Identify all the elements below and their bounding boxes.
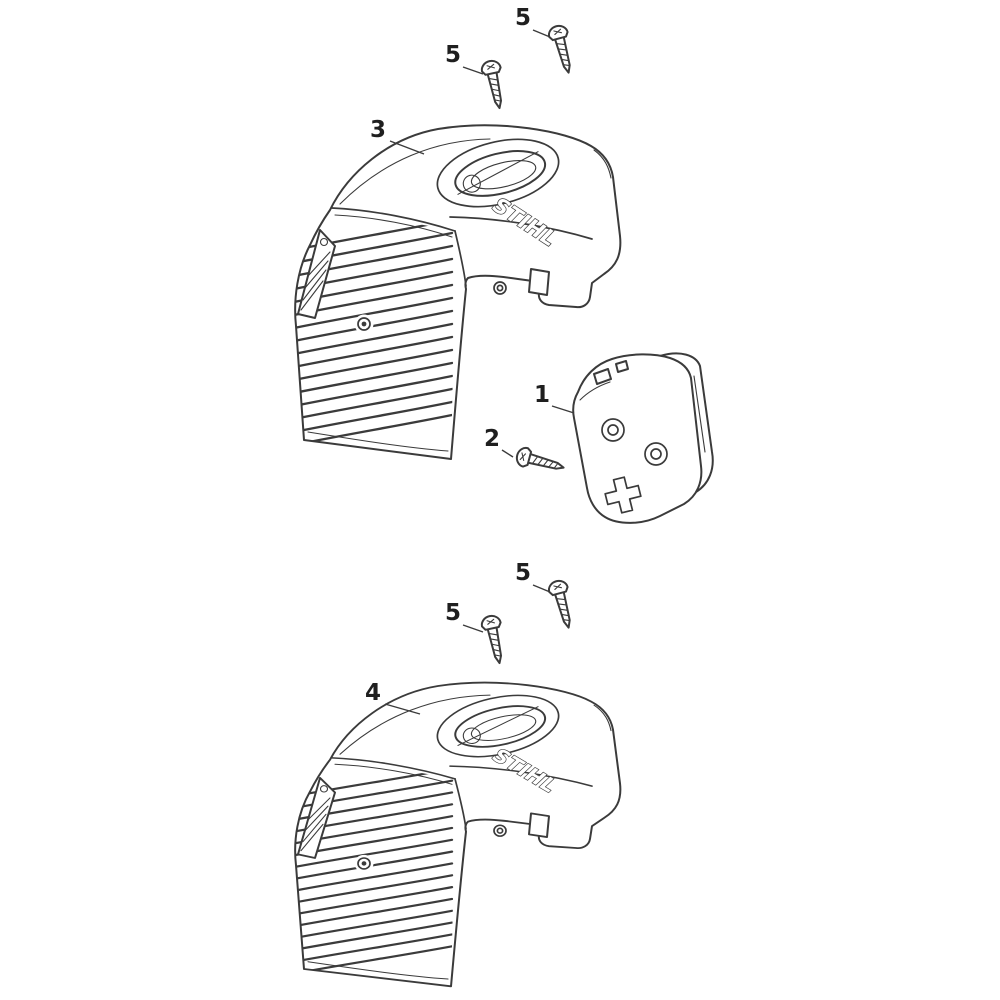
callout-label: 2 <box>484 426 500 452</box>
callout-leader <box>389 140 425 155</box>
part-2-screw <box>513 445 568 478</box>
callout-leader <box>462 624 484 633</box>
muffler-cross-stamp <box>604 476 642 514</box>
callout-label: 4 <box>365 680 381 706</box>
callout-leader <box>462 66 484 75</box>
muffler-body <box>572 353 703 524</box>
callout-label: 5 <box>515 560 531 586</box>
callout-leader <box>384 703 421 715</box>
callout-3: 3 <box>370 117 425 155</box>
part-4-shroud <box>294 683 620 987</box>
callout-label: 5 <box>515 5 531 31</box>
part-5-screw-lower-right <box>546 577 579 632</box>
callout-leader <box>501 449 514 458</box>
callout-5-lower-right: 5 <box>515 560 551 593</box>
callout-leader <box>551 405 575 414</box>
callout-5-upper-right: 5 <box>515 5 551 38</box>
part-5-screw-upper-left <box>479 58 510 112</box>
part-1-muffler <box>572 352 714 524</box>
muffler-bolt-holes <box>600 417 669 467</box>
callout-4: 4 <box>365 680 421 715</box>
part-5-screw-lower-left <box>479 613 510 667</box>
part-5-screw-upper-right <box>546 22 579 77</box>
callout-label: 5 <box>445 600 461 626</box>
callout-label: 1 <box>534 382 550 408</box>
callout-5-lower-left: 5 <box>445 600 484 633</box>
part-3-shroud <box>294 125 620 459</box>
callout-leader <box>532 29 551 38</box>
muffler-top-tabs <box>593 360 629 385</box>
callout-5-upper-left: 5 <box>445 42 484 75</box>
callout-label: 3 <box>370 117 386 143</box>
callout-2: 2 <box>484 426 514 458</box>
callout-label: 5 <box>445 42 461 68</box>
callout-1: 1 <box>534 382 575 414</box>
callout-leader <box>532 584 551 593</box>
